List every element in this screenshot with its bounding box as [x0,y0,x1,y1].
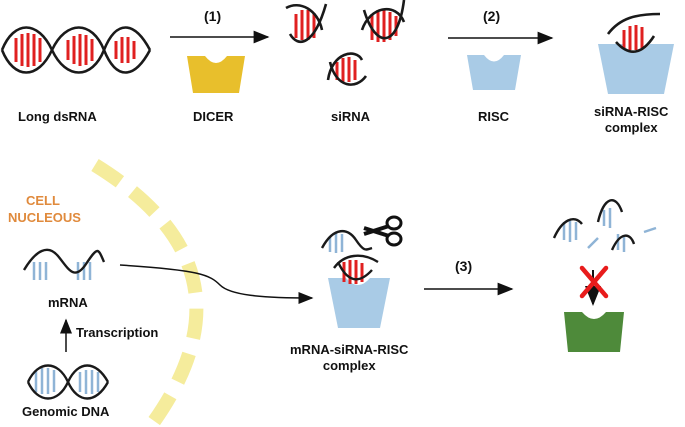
sirna-risc-label: siRNA-RISC complex [594,104,668,136]
sirna-fragment-2 [360,0,406,42]
sirna-label: siRNA [331,109,371,124]
scissors-icon [363,215,403,247]
dicer-label: DICER [193,109,234,124]
sirna-fragment-1 [285,3,328,44]
cell-nucleus-line1: CELL [26,193,60,208]
sirna-risc-label-line1: siRNA-RISC [594,104,669,119]
risc-complex [467,55,521,90]
long-dsrna-helix [0,26,152,74]
long-dsrna-label: Long dsRNA [18,109,97,124]
mrna-label: mRNA [48,295,88,310]
mrna-sirna-risc-label: mRNA-siRNA-RISC complex [290,342,408,374]
genomic-dna-helix [26,364,110,400]
sirna-risc-complex [598,12,674,94]
cell-nucleus-label: CELL NUCLEOUS [8,192,81,226]
step-1-label: (1) [204,8,222,24]
genomic-dna-label: Genomic DNA [22,404,110,419]
sirna-fragment-3 [326,52,368,86]
dicer-enzyme [187,56,245,93]
protein-synthesis-blocked [564,312,624,352]
mrna-sirna-risc-complex [320,230,390,328]
nucleus-boundary [91,159,204,427]
sirna-risc-label-line2: complex [604,120,658,135]
transcription-label: Transcription [76,325,159,340]
step-2-label: (2) [483,8,501,24]
step-3-label: (3) [455,258,473,274]
cell-nucleus-line2: NUCLEOUS [8,210,81,225]
mrna-strand [22,248,106,280]
red-x-icon [579,265,609,299]
mrna-export-arrow [119,264,314,304]
mrna-sirna-risc-label-line1: mRNA-siRNA-RISC [290,342,409,357]
degraded-mrna-fragments [552,199,657,252]
risc-label: RISC [478,109,510,124]
mrna-sirna-risc-label-line2: complex [322,358,376,373]
